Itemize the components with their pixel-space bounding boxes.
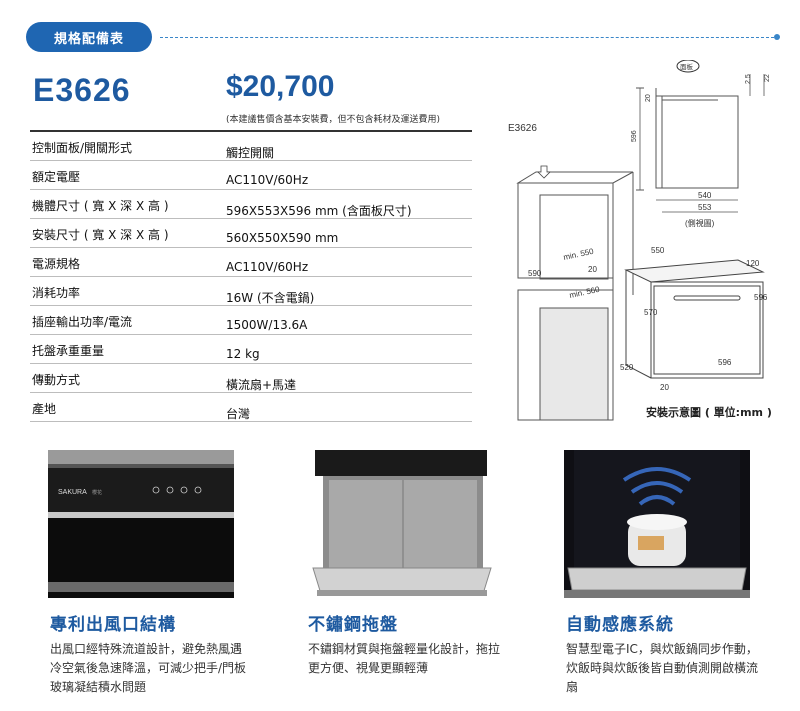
feature-title: 不鏽鋼拖盤 bbox=[308, 615, 398, 635]
spec-row: 產地 台灣 bbox=[30, 393, 472, 422]
spec-value: 12 kg bbox=[226, 347, 260, 361]
spec-label: 消耗功率 bbox=[32, 286, 81, 300]
spec-value: 觸控開關 bbox=[226, 146, 275, 160]
spec-row: 控制面板/開關形式 觸控開關 bbox=[30, 132, 472, 161]
model-number: E3626 bbox=[33, 72, 131, 108]
side-view-label: (側視圖) bbox=[685, 218, 715, 228]
section-tag: 規格配備表 bbox=[26, 22, 152, 52]
spec-row: 消耗功率 16W (不含電鍋) bbox=[30, 277, 472, 306]
dim-label: 590 bbox=[528, 269, 542, 278]
spec-value: AC110V/60Hz bbox=[226, 260, 309, 274]
spec-value: 1500W/13.6A bbox=[226, 318, 308, 332]
spec-row: 額定電壓 AC110V/60Hz bbox=[30, 161, 472, 190]
price-note: (本建議售價含基本安裝費，但不包含耗材及運送費用) bbox=[226, 115, 441, 125]
dim-label: 570 bbox=[644, 308, 658, 317]
spec-row: 插座輸出功率/電流 1500W/13.6A bbox=[30, 306, 472, 335]
dim-label: 2.5 bbox=[745, 74, 752, 84]
dim-label: 540 bbox=[698, 191, 712, 200]
dim-label: 20 bbox=[645, 94, 652, 102]
dim-label: 596 bbox=[718, 358, 732, 367]
spec-label: 控制面板/開關形式 bbox=[32, 141, 133, 155]
panel-label: 面板 bbox=[680, 62, 694, 71]
spec-value: 16W (不含電鍋) bbox=[226, 291, 315, 305]
header-divider-dot bbox=[774, 34, 780, 40]
header-divider bbox=[160, 37, 774, 38]
feature-description: 不鏽鋼材質與拖盤輕量化設計，拖拉更方便、視覺更顯輕薄 bbox=[308, 642, 501, 675]
feature-title: 專利出風口結構 bbox=[50, 615, 176, 635]
feature-description: 出風口經特殊流道設計，避免熱風遇冷空氣後急速降溫，可減少把手/門板玻璃凝結積水問… bbox=[50, 642, 247, 694]
spec-label: 安裝尺寸 ( 寬 X 深 X 高 ) bbox=[32, 228, 169, 242]
dim-label: 553 bbox=[698, 203, 712, 212]
dim-label: 596 bbox=[631, 130, 638, 142]
brand-logo: SAKURA bbox=[58, 489, 87, 496]
dim-label: min. 560 bbox=[569, 285, 601, 300]
oven-unit bbox=[624, 259, 765, 379]
feature-title: 自動感應系統 bbox=[566, 615, 674, 635]
spec-row: 機體尺寸 ( 寬 X 深 X 高 ) 596X553X596 mm (含面板尺寸) bbox=[30, 190, 472, 219]
spec-label: 托盤承重重量 bbox=[32, 344, 105, 358]
dim-label: min. 550 bbox=[563, 247, 595, 262]
feature-description: 智慧型電子IC，與炊飯鍋同步作動，炊飯時與炊飯後皆自動偵測開啟橫流扇 bbox=[566, 642, 759, 694]
spec-table: 控制面板/開關形式 觸控開關 額定電壓 AC110V/60Hz 機體尺寸 ( 寬 X… bbox=[30, 130, 472, 422]
spec-value: 596X553X596 mm (含面板尺寸) bbox=[226, 204, 412, 218]
diagram-model-label: E3626 bbox=[508, 123, 537, 134]
spec-value: 橫流扇+馬達 bbox=[226, 378, 297, 392]
dim-label: 120 bbox=[746, 259, 760, 268]
spec-label: 傳動方式 bbox=[32, 373, 81, 387]
spec-label: 產地 bbox=[32, 402, 57, 416]
spec-label: 電源規格 bbox=[32, 257, 81, 271]
spec-value: 560X550X590 mm bbox=[226, 231, 339, 245]
spec-row: 電源規格 AC110V/60Hz bbox=[30, 248, 472, 277]
dim-label: 596 bbox=[754, 293, 768, 302]
spec-value: 台灣 bbox=[226, 407, 251, 421]
dim-label: 20 bbox=[588, 265, 597, 274]
spec-row: 傳動方式 橫流扇+馬達 bbox=[30, 364, 472, 393]
dim-label: 20 bbox=[660, 383, 669, 392]
cabinet bbox=[516, 171, 634, 421]
auto-sensing-photo bbox=[564, 450, 750, 598]
stainless-tray-photo bbox=[307, 450, 493, 598]
spec-row: 托盤承重重量 12 kg bbox=[30, 335, 472, 364]
control-panel-photo: SAKURA 櫻花 bbox=[48, 450, 234, 598]
installation-diagram: E3626 面板 2.5 22 20 596 540 553 (側視圖) bbox=[508, 60, 771, 421]
dim-label: 520 bbox=[620, 363, 634, 372]
price: $20,700 bbox=[226, 70, 335, 103]
spec-label: 機體尺寸 ( 寬 X 深 X 高 ) bbox=[32, 199, 169, 213]
brand-sub: 櫻花 bbox=[92, 489, 102, 496]
spec-label: 額定電壓 bbox=[32, 170, 81, 184]
spec-label: 插座輸出功率/電流 bbox=[32, 315, 133, 329]
side-view bbox=[636, 74, 765, 213]
diagram-caption: 安裝示意圖 ( 單位:mm ) bbox=[646, 406, 772, 419]
dim-label: 22 bbox=[764, 74, 771, 82]
dim-label: 550 bbox=[651, 246, 665, 255]
spec-row: 安裝尺寸 ( 寬 X 深 X 高 ) 560X550X590 mm bbox=[30, 219, 472, 248]
spec-value: AC110V/60Hz bbox=[226, 173, 309, 187]
